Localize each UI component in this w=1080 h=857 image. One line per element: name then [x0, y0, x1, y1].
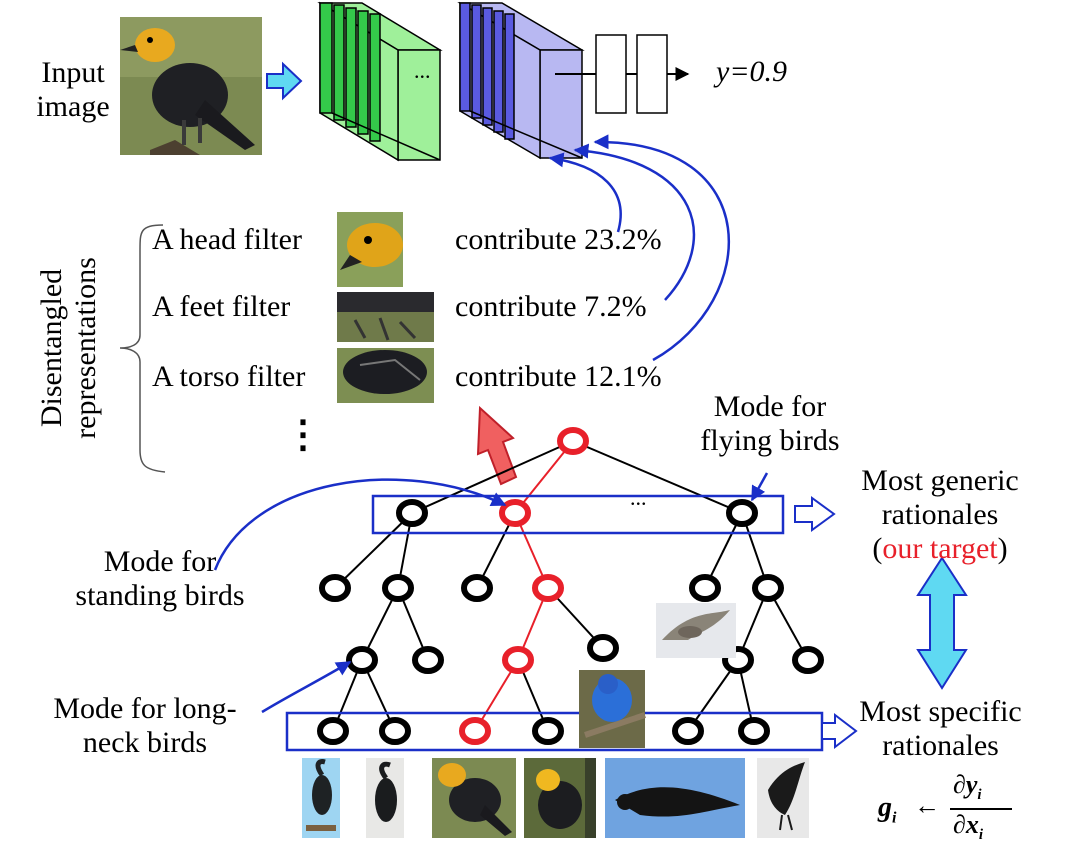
- feet-filter-contribution: contribute 7.2%: [455, 290, 647, 323]
- cormorant-photo-2: [366, 758, 404, 838]
- flying-bird-photo: [656, 603, 736, 658]
- tree-node: [672, 717, 704, 745]
- tree-node: [499, 499, 531, 527]
- tree-node: [726, 499, 758, 527]
- specific-out-arrow: [821, 712, 858, 750]
- tree-node: [346, 646, 378, 674]
- side-label-line2: representations: [69, 257, 102, 439]
- longneck-mode-line1: Mode for long-: [53, 692, 237, 725]
- crow-flying-photo: [605, 758, 745, 838]
- formula-denominator: ∂xi: [953, 810, 984, 844]
- flying-mode-line1: Mode for: [713, 390, 827, 423]
- representations-bracket: [119, 224, 166, 473]
- tree-node: [689, 574, 721, 602]
- tree-ellipsis: ...: [630, 485, 647, 510]
- generic-line2: rationales: [881, 498, 999, 531]
- specific-rationales-label: Most specific rationales: [838, 695, 1043, 763]
- specific-line1: Most specific: [859, 695, 1022, 728]
- yellow-head-photo-2: [524, 758, 596, 838]
- cormorant-photo-1: [302, 758, 340, 838]
- gradient-formula: gi ← ∂yi ∂xi: [878, 770, 1028, 844]
- input-arrow: [266, 61, 303, 101]
- tree-node: [752, 574, 784, 602]
- formula-numerator: ∂yi: [953, 770, 982, 804]
- tree-node: [532, 717, 564, 745]
- tree-node: [379, 717, 411, 745]
- feet-filter-photo: [337, 292, 434, 342]
- side-label-line1: Disentangled: [35, 268, 68, 428]
- green-block-ellipsis: ...: [414, 58, 431, 83]
- double-arrow: [916, 556, 968, 690]
- standing-mode-line1: Mode for: [103, 545, 217, 578]
- output-value: y=0.9: [716, 55, 788, 88]
- longneck-mode-label: Mode for long- neck birds: [30, 692, 260, 760]
- tree-node: [412, 646, 444, 674]
- tree-node: [502, 646, 534, 674]
- tree-node: [382, 574, 414, 602]
- head-filter-name: A head filter: [152, 223, 302, 256]
- yellow-head-photo-1: [432, 758, 516, 838]
- fc-layer-2: [636, 34, 668, 114]
- standing-mode-line2: standing birds: [75, 579, 245, 612]
- longneck-mode-line2: neck birds: [82, 726, 208, 759]
- green-conv-block: [317, 1, 443, 162]
- feet-filter-name: A feet filter: [152, 290, 291, 323]
- formula-lhs: gi: [878, 792, 897, 827]
- generic-out-arrow: [794, 496, 836, 532]
- blue-bird-photo: [579, 670, 646, 748]
- generic-line1: Most generic: [861, 464, 1019, 497]
- specific-line2: rationales: [882, 729, 999, 762]
- input-label: Input image: [28, 56, 118, 124]
- torso-filter-contribution: contribute 12.1%: [455, 360, 662, 393]
- mode-pointer-arrows: [213, 472, 769, 714]
- fc-layer-1: [595, 34, 627, 114]
- tree-node: [396, 499, 428, 527]
- standing-mode-label: Mode for standing birds: [65, 545, 255, 613]
- representations-side-label: Disentangled representations: [35, 183, 103, 513]
- head-filter-contribution: contribute 23.2%: [455, 223, 662, 256]
- tree-node: [319, 574, 351, 602]
- torso-filter-photo: [337, 348, 434, 403]
- target-open: (: [872, 532, 883, 565]
- input-label-line2: image: [36, 90, 110, 123]
- flying-mode-line2: flying birds: [700, 424, 840, 457]
- generic-level-box: [371, 494, 785, 535]
- formula-fraction-bar: [950, 808, 1012, 810]
- tree-node: [459, 717, 491, 745]
- target-close: ): [997, 532, 1008, 565]
- flying-mode-label: Mode for flying birds: [680, 390, 860, 458]
- tree-node: [587, 634, 619, 662]
- generic-rationales-label: Most generic rationales (our target): [840, 464, 1040, 566]
- formula-arrow: ←: [914, 791, 940, 820]
- input-label-line1: Input: [41, 56, 105, 89]
- head-filter-photo: [337, 212, 403, 287]
- tree-node: [792, 646, 824, 674]
- tree-node: [461, 574, 493, 602]
- red-up-arrow: [476, 405, 518, 486]
- contribution-arrows: [548, 134, 731, 362]
- tree-node: [738, 717, 770, 745]
- torso-filter-name: A torso filter: [152, 360, 306, 393]
- tree-node: [532, 574, 564, 602]
- tree-node: [557, 427, 589, 455]
- tree-nodes: [317, 427, 824, 745]
- input-bird-photo: [120, 17, 262, 155]
- crow-dark-photo: [757, 758, 809, 838]
- our-target-text: our target: [882, 532, 998, 565]
- target-line: (our target): [840, 532, 1040, 566]
- more-filters-ellipsis: ⋮: [284, 414, 322, 456]
- blue-conv-block: [457, 1, 585, 160]
- tree-node: [317, 717, 349, 745]
